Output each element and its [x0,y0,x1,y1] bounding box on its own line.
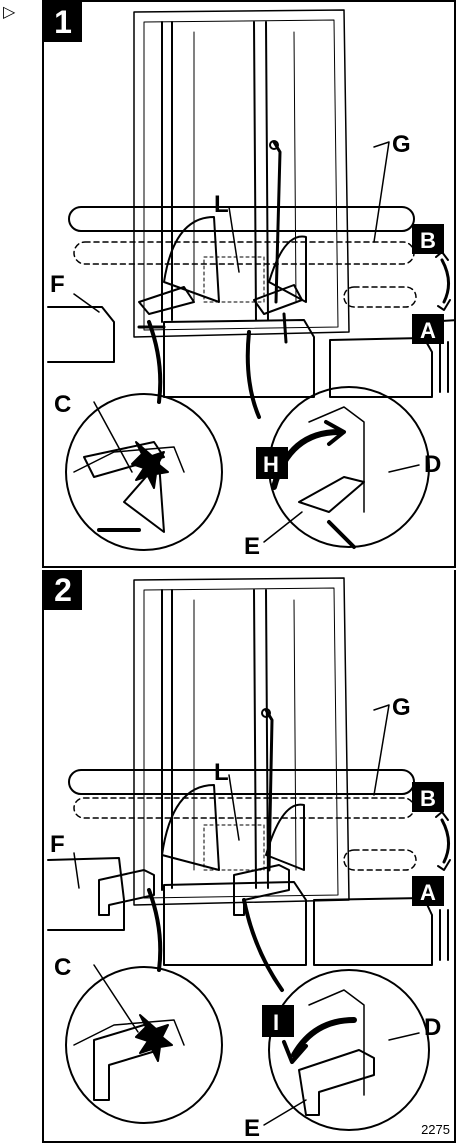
leader-d [388,464,420,473]
step-1-panel: G L B A F C H D E 1 [42,0,456,568]
label-c: C [54,391,71,418]
zoom-arrow-left [147,888,163,972]
detail-lever-de [298,1049,375,1116]
label-e: E [244,533,260,560]
leader-f [73,852,80,889]
badge-b [412,224,444,254]
left-side-plate [161,784,220,871]
area-l [203,256,265,303]
detail-lever-de [298,476,365,513]
label-d: D [424,451,441,478]
left-base-block [47,306,115,363]
right-base-block [313,897,433,966]
left-post [161,589,173,891]
left-post [161,21,173,323]
document-number: 2275 [421,1122,450,1137]
left-side-plate [163,216,220,303]
label-b: B [420,786,436,811]
ghost-tube [73,797,415,819]
left-lever [98,869,155,916]
leader-c [93,964,139,1033]
ba-arrow [440,818,450,864]
leader-l [228,774,240,841]
step-1-illustration: G L B A F C H D E [47,9,454,560]
frame-outer [133,9,350,338]
badge-i [262,1005,294,1037]
star-pivot-icon [131,441,169,489]
label-g: G [392,131,411,158]
step-2-panel: G L B A F C I D E 2 2275 [42,570,456,1143]
step-number-1: 1 [44,2,82,42]
right-lever [233,864,290,916]
zoom-arrow-right [242,898,284,992]
tube-g [68,206,415,232]
label-i: I [273,1010,279,1035]
leader-d [388,1032,420,1041]
leader-l [228,206,240,273]
right-post [253,589,269,889]
gas-spring [272,140,282,304]
star-pivot-icon [135,1014,173,1062]
zoom-arrow-right [245,330,261,419]
right-side-plate [265,803,305,871]
step-number-2: 2 [44,570,82,610]
center-base-block [163,319,315,398]
label-a: A [420,880,436,905]
label-f: F [50,271,65,298]
label-g: G [392,694,411,721]
ghost-tube [73,241,415,265]
right-post [253,21,269,321]
gas-spring [264,708,274,872]
label-l: L [214,191,229,218]
label-h: H [263,452,279,477]
play-marker-icon: ▷ [3,4,16,21]
leader-g [373,704,390,796]
center-base-block [163,881,307,966]
label-a: A [420,318,436,343]
label-d: D [424,1014,441,1041]
badge-a [412,876,444,906]
right-lever [253,284,303,315]
tube-g [68,769,415,795]
detail-circle-c [65,966,223,1124]
detail-circle-c [65,393,223,551]
detail-lever-c [83,441,165,478]
i-arrow [291,1017,357,1058]
badge-a [412,314,444,344]
left-base-block [47,857,125,931]
leader-e [263,511,303,543]
right-base-block [329,337,433,398]
detail-circle-de [268,969,430,1131]
label-e: E [244,1115,260,1142]
leader-c [93,401,133,473]
label-f: F [50,831,65,858]
label-c: C [54,954,71,981]
left-lever [138,286,195,315]
label-l: L [214,759,229,786]
frame-outer [133,577,350,906]
badge-b [412,782,444,812]
area-l [203,824,265,871]
zoom-arrow-left [147,320,163,404]
ba-arrow [440,258,450,304]
step-2-illustration: G L B A F C I D E [47,577,451,1142]
badge-h [256,447,288,479]
leader-f [73,293,100,313]
right-side-plate [268,235,307,303]
label-b: B [420,228,436,253]
leader-g [373,141,390,243]
leader-e [263,1099,307,1126]
